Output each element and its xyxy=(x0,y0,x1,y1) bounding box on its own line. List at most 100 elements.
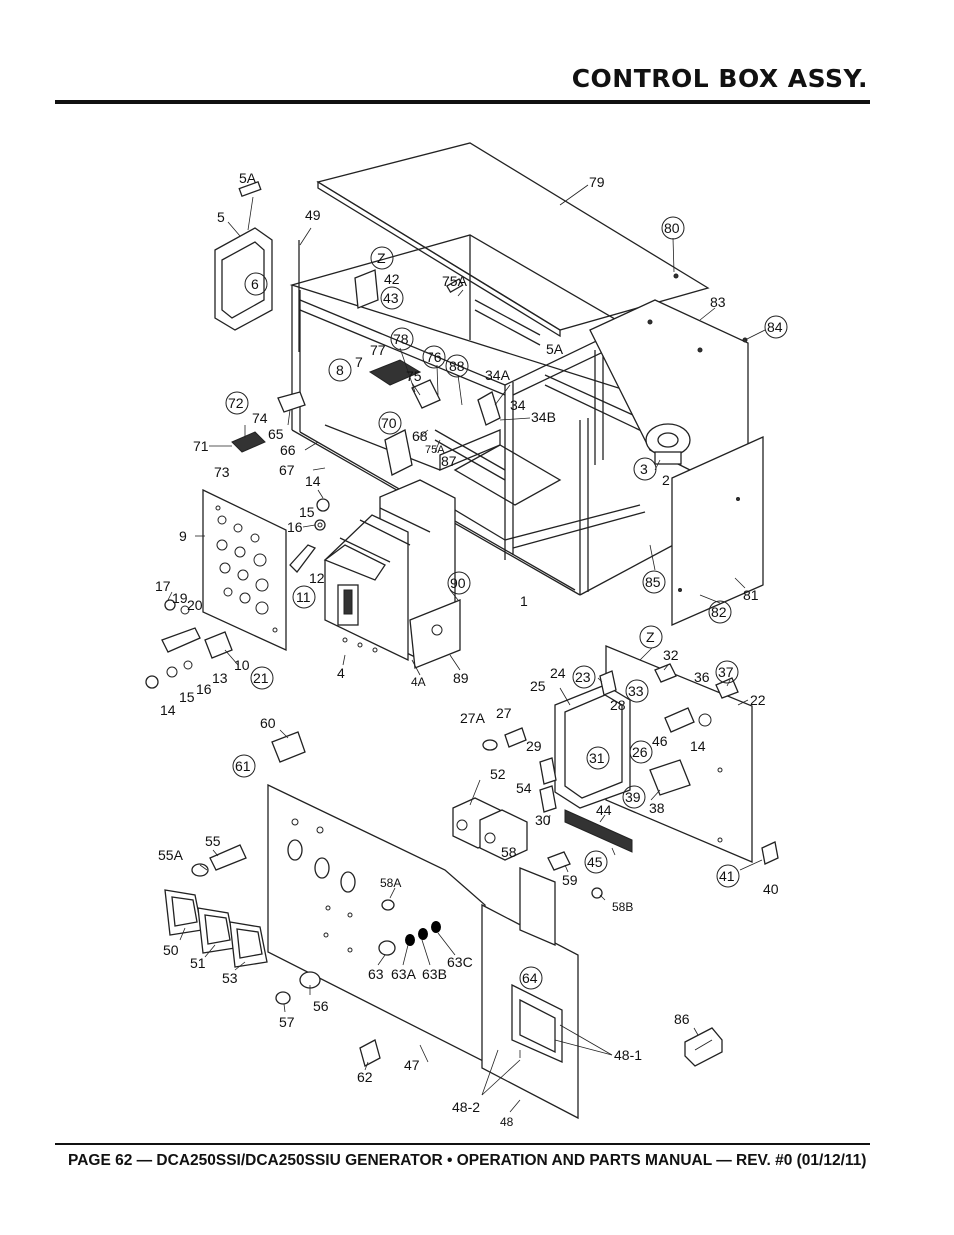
label-5A-b: 5A xyxy=(546,341,564,357)
label-87: 87 xyxy=(441,453,457,469)
label-51: 51 xyxy=(190,955,206,971)
fittings-front xyxy=(191,844,441,1067)
label-43: 43 xyxy=(383,290,399,306)
label-13: 13 xyxy=(212,670,228,686)
label-14-bottom: 14 xyxy=(160,702,176,718)
gasket-5 xyxy=(214,180,273,331)
label-71: 71 xyxy=(193,438,209,454)
label-61: 61 xyxy=(235,758,251,774)
label-37: 37 xyxy=(718,664,734,680)
label-64: 64 xyxy=(522,970,538,986)
label-41: 41 xyxy=(719,868,735,884)
label-15-top: 15 xyxy=(299,504,315,520)
label-53: 53 xyxy=(222,970,238,986)
label-48-2: 48-2 xyxy=(452,1099,480,1115)
label-72: 72 xyxy=(228,395,244,411)
top-cover-79 xyxy=(316,142,710,338)
label-55: 55 xyxy=(205,833,221,849)
relays-52-54 xyxy=(452,797,528,861)
label-16-bottom: 16 xyxy=(196,681,212,697)
label-73: 73 xyxy=(214,464,230,480)
label-34: 34 xyxy=(510,397,526,413)
part-labels: 5A 5 6 49 Z 42 43 75A 79 80 83 84 78 77 … xyxy=(155,170,783,1129)
knob-60 xyxy=(271,731,306,763)
label-10: 10 xyxy=(234,657,250,673)
label-59: 59 xyxy=(562,872,578,888)
label-54: 54 xyxy=(516,780,532,796)
label-22: 22 xyxy=(750,692,766,708)
label-9: 9 xyxy=(179,528,187,544)
label-63: 63 xyxy=(368,966,384,982)
label-85: 85 xyxy=(645,574,661,590)
label-58B: 58B xyxy=(612,900,633,914)
header-rule xyxy=(55,100,870,104)
label-80: 80 xyxy=(664,220,680,236)
label-14-top: 14 xyxy=(305,473,321,489)
label-14-right: 14 xyxy=(690,738,706,754)
label-46: 46 xyxy=(652,733,668,749)
label-76: 76 xyxy=(426,349,442,365)
label-81: 81 xyxy=(743,587,759,603)
label-79: 79 xyxy=(589,174,605,190)
panel-9 xyxy=(202,488,287,652)
label-88: 88 xyxy=(449,358,465,374)
page-footer: PAGE 62 — DCA250SSI/DCA250SSIU GENERATOR… xyxy=(68,1152,867,1169)
label-77: 77 xyxy=(370,342,386,358)
label-45: 45 xyxy=(587,854,603,870)
label-55A: 55A xyxy=(158,847,184,863)
label-32: 32 xyxy=(663,647,679,663)
label-31: 31 xyxy=(589,750,605,766)
meters-50-53 xyxy=(164,889,268,968)
label-34B: 34B xyxy=(531,409,556,425)
label-3: 3 xyxy=(640,461,648,477)
page-title: CONTROL BOX ASSY. xyxy=(571,64,868,93)
label-48: 48 xyxy=(500,1115,514,1129)
terminal-blocks xyxy=(231,269,501,476)
label-1: 1 xyxy=(520,593,528,609)
label-27A: 27A xyxy=(460,710,486,726)
label-2: 2 xyxy=(662,472,670,488)
label-50: 50 xyxy=(163,942,179,958)
label-34A: 34A xyxy=(485,367,511,383)
label-52: 52 xyxy=(490,766,506,782)
small-parts-left xyxy=(145,498,330,689)
label-60: 60 xyxy=(260,715,276,731)
label-5: 5 xyxy=(217,209,225,225)
label-26: 26 xyxy=(632,744,648,760)
label-75A: 75A xyxy=(442,273,468,289)
label-57: 57 xyxy=(279,1014,295,1030)
label-49: 49 xyxy=(305,207,321,223)
label-5A: 5A xyxy=(239,170,257,186)
label-12: 12 xyxy=(309,570,325,586)
label-19: 19 xyxy=(172,590,188,606)
label-47: 47 xyxy=(404,1057,420,1073)
label-16-top: 16 xyxy=(287,519,303,535)
label-56: 56 xyxy=(313,998,329,1014)
connector-86 xyxy=(684,1027,723,1067)
label-Z-right: Z xyxy=(646,629,655,645)
label-33: 33 xyxy=(628,683,644,699)
label-65: 65 xyxy=(268,426,284,442)
label-68: 68 xyxy=(412,428,428,444)
label-4: 4 xyxy=(337,665,345,681)
label-39: 39 xyxy=(625,789,641,805)
label-44: 44 xyxy=(596,802,612,818)
side-cover-81 xyxy=(671,435,764,626)
label-21: 21 xyxy=(253,670,269,686)
label-7: 7 xyxy=(355,354,363,370)
switches-27-30 xyxy=(482,727,557,813)
label-90: 90 xyxy=(450,575,466,591)
transformer-2 xyxy=(645,423,691,465)
label-38: 38 xyxy=(649,800,665,816)
label-83: 83 xyxy=(710,294,726,310)
label-78: 78 xyxy=(393,331,409,347)
module-58 xyxy=(519,851,603,946)
label-58: 58 xyxy=(501,844,517,860)
label-15-bottom: 15 xyxy=(179,689,195,705)
label-17: 17 xyxy=(155,578,171,594)
label-28: 28 xyxy=(610,697,626,713)
label-82: 82 xyxy=(711,604,727,620)
label-27: 27 xyxy=(496,705,512,721)
label-24: 24 xyxy=(550,665,566,681)
label-74: 74 xyxy=(252,410,268,426)
